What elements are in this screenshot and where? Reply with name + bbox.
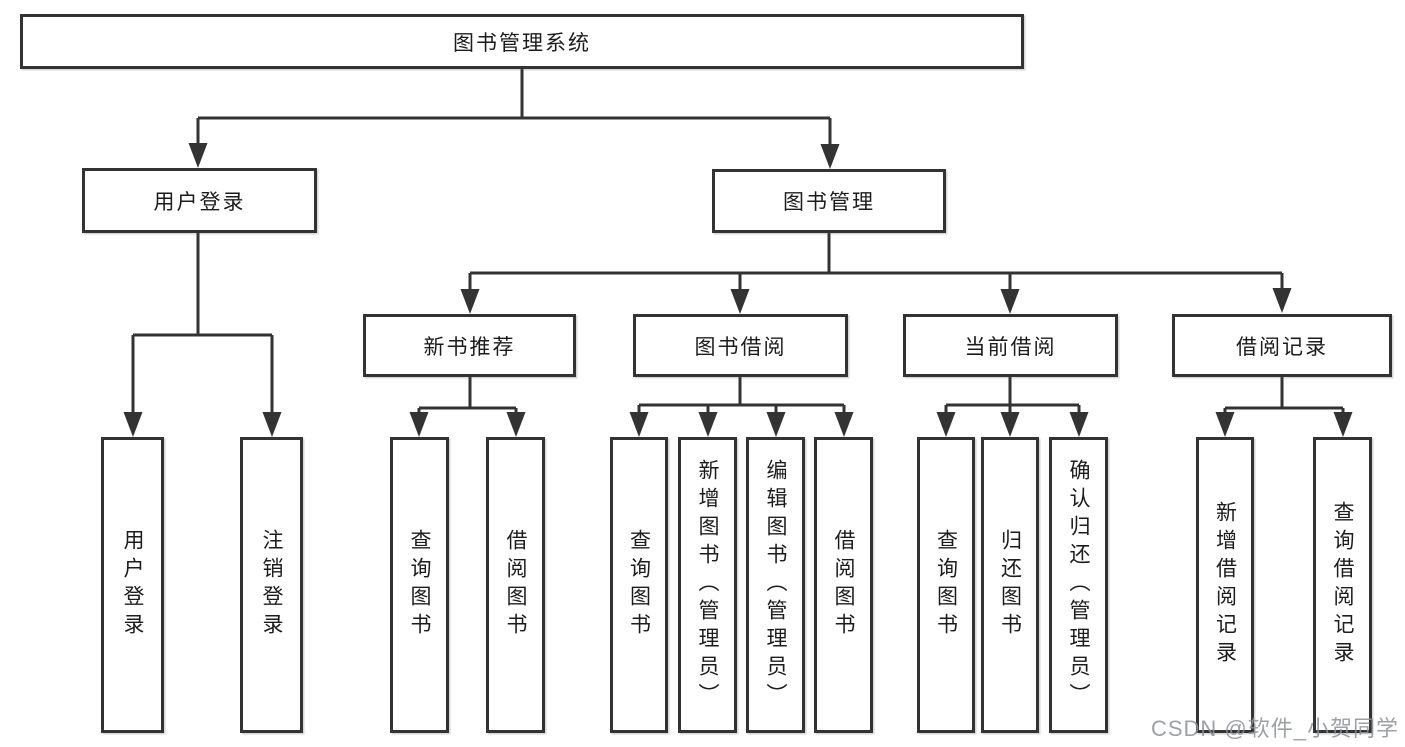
node-label: 图书管理: [783, 191, 875, 214]
node-label: 借阅记录: [1236, 335, 1328, 359]
node-label: 查询图书: [934, 529, 958, 641]
node-library-management-system: 图书管理系统: [20, 14, 1024, 69]
arrowheads: [123, 143, 1353, 437]
node-query-books: 查询图书: [390, 437, 449, 733]
node-label: 新增图书（管理员）: [696, 459, 719, 711]
node-borrowing-records: 借阅记录: [1172, 314, 1392, 377]
node-user-login-group: 用户登录: [82, 168, 317, 233]
node-label: 编辑图书（管理员）: [764, 459, 787, 711]
node-label: 图书借阅: [694, 335, 787, 359]
node-label: 归还图书: [998, 529, 1022, 641]
node-logout: 注销登录: [240, 437, 303, 733]
node-label: 当前借阅: [964, 335, 1057, 359]
node-label: 借阅图书: [832, 529, 855, 641]
node-label: 新书推荐: [423, 335, 516, 359]
node-label: 借阅图书: [504, 529, 527, 641]
node-return-books: 归还图书: [981, 437, 1039, 733]
csdn-watermark: CSDN @软件_小贺同学: [1150, 716, 1399, 741]
node-query-books: 查询图书: [917, 437, 975, 733]
node-query-borrow-record: 查询借阅记录: [1313, 437, 1372, 733]
node-user-login: 用户登录: [101, 437, 164, 733]
node-borrow-books: 借阅图书: [814, 437, 873, 733]
node-label: 新增借阅记录: [1213, 501, 1237, 669]
node-book-borrowing: 图书借阅: [633, 314, 848, 377]
node-edit-books-admin: 编辑图书（管理员）: [746, 437, 805, 733]
node-label: 用户登录: [121, 529, 144, 641]
node-label: 用户登录: [153, 190, 246, 214]
node-confirm-return-admin: 确认归还（管理员）: [1049, 437, 1108, 733]
node-label: 注销登录: [260, 529, 283, 641]
node-book-management: 图书管理: [712, 169, 946, 233]
node-add-books-admin: 新增图书（管理员）: [678, 437, 737, 733]
node-label: 确认归还（管理员）: [1067, 459, 1090, 711]
node-label: 图书管理系统: [453, 31, 591, 55]
node-query-books: 查询图书: [610, 437, 668, 733]
node-new-book-recommend: 新书推荐: [363, 314, 576, 377]
node-borrow-books: 借阅图书: [486, 437, 545, 733]
node-label: 查询图书: [627, 529, 651, 641]
node-add-borrow-record: 新增借阅记录: [1196, 437, 1254, 733]
node-label: 查询图书: [408, 529, 431, 641]
node-label: 查询借阅记录: [1331, 501, 1354, 669]
node-current-borrowing: 当前借阅: [903, 314, 1118, 377]
